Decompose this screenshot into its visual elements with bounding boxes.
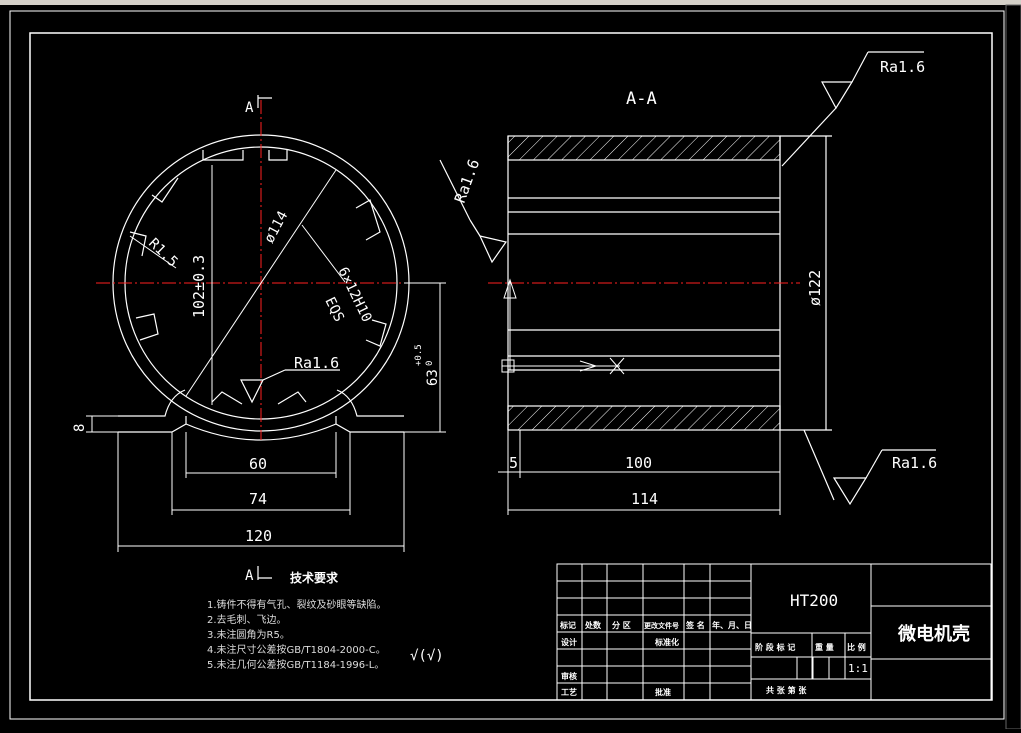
dim-100: 100	[625, 454, 652, 472]
row-label-doc: 更改文件号	[644, 621, 679, 630]
dim-63-tol-lower: 0	[425, 361, 435, 366]
section-view-title: A-A	[626, 89, 657, 109]
dim-120: 120	[245, 527, 272, 545]
label-weight: 重 量	[815, 642, 834, 652]
tech-requirement-item: 1.铸件不得有气孔、裂纹及砂眼等缺陷。	[207, 600, 387, 611]
foot-left-bottom	[118, 416, 187, 433]
front-view-centerlines	[96, 100, 428, 440]
section-marker-bottom: A	[245, 568, 254, 584]
slot-bottom-left	[211, 391, 243, 405]
slot-right-upper	[355, 199, 381, 241]
front-view-dimension-lines	[86, 165, 446, 552]
label-process: 工艺	[561, 687, 577, 697]
row-label-mark: 标记	[559, 620, 576, 630]
row-label-date: 年、月、日	[712, 620, 752, 630]
hatch-bottom	[507, 405, 781, 431]
roughness-symbol-bottom-right	[803, 429, 936, 506]
roughness-top-right-label: Ra1.6	[880, 58, 925, 76]
roughness-front-label: Ra1.6	[294, 354, 339, 372]
foot-right-bottom	[335, 416, 404, 433]
title-block-labels: 标记 处数 分 区 更改文件号 签 名 年、月、日 设计 标准化 审核 工艺 批…	[559, 620, 866, 697]
drawing-frame	[29, 32, 993, 701]
slot-top-right	[268, 150, 288, 161]
dim-74: 74	[249, 490, 267, 508]
hatch-top	[507, 135, 781, 161]
section-view	[507, 135, 832, 431]
material-label: HT200	[790, 591, 838, 610]
dim-60: 60	[249, 455, 267, 473]
label-sheets: 共 张 第 张	[766, 685, 807, 695]
sheet-border	[9, 10, 1005, 720]
slot-bottom-right	[277, 391, 307, 405]
foot-right-top	[336, 389, 404, 417]
section-markers	[257, 95, 272, 580]
slot-top-left	[202, 150, 244, 161]
roughness-left-label: Ra1.6	[451, 157, 483, 206]
tech-requirements-list: 1.铸件不得有气孔、裂纹及砂眼等缺陷。 2.去毛刺、飞边。 3.未注圆角为R5。…	[207, 598, 387, 673]
section-dimension-lines	[498, 278, 781, 515]
tech-requirement-item: 3.未注圆角为R5。	[207, 630, 290, 641]
label-approve: 批准	[655, 687, 671, 697]
label-stage-mark: 阶 段 标 记	[755, 642, 795, 652]
label-review: 审核	[561, 671, 577, 681]
dim-d122: ø122	[806, 270, 824, 306]
row-label-sign: 签 名	[685, 620, 705, 630]
dim-63-tol-upper: +0.5	[414, 344, 424, 366]
label-standardize: 标准化	[654, 637, 679, 647]
tech-requirements-title: 技术要求	[290, 571, 339, 585]
dim-102: 102±0.3	[190, 255, 208, 318]
scrollbar-track[interactable]	[1005, 4, 1021, 730]
label-design: 设计	[561, 637, 577, 647]
slot-right-lower	[365, 319, 387, 347]
foot-left-top	[118, 389, 186, 417]
part-name: 微电机壳	[897, 623, 970, 645]
slot-left-upper	[151, 177, 179, 203]
dim-d114: ø114	[261, 209, 291, 246]
roughness-symbol-left	[439, 159, 508, 264]
dim-r15: R1.5	[145, 235, 180, 270]
dim-63: 63	[425, 369, 441, 386]
dim-eqs: EQS	[321, 295, 346, 325]
section-marker-top: A	[245, 100, 254, 116]
tech-requirement-item: 4.未注尺寸公差按GB/T1804-2000-C。	[207, 645, 386, 656]
scale-value: 1:1	[848, 662, 868, 675]
roughness-bottom-right-label: Ra1.6	[892, 454, 937, 472]
tech-requirement-item: 2.去毛刺、飞边。	[207, 615, 287, 626]
row-label-count: 处数	[584, 620, 602, 630]
label-ratio: 比 例	[847, 642, 866, 652]
roughness-symbol-front	[240, 369, 340, 404]
slot-left-lower	[135, 313, 159, 341]
window-top-strip	[0, 0, 1021, 5]
title-block	[556, 563, 992, 701]
roughness-symbol-top-right	[781, 51, 924, 167]
tech-requirement-item: 5.未注几何公差按GB/T1184-1996-L。	[207, 660, 385, 671]
dim-114: 114	[631, 490, 658, 508]
row-label-zone: 分 区	[612, 620, 631, 630]
dim-8: 8	[72, 424, 88, 432]
general-roughness: √(√)	[410, 648, 444, 664]
slot-left-mid	[129, 231, 147, 257]
dim-5: 5	[509, 454, 518, 472]
